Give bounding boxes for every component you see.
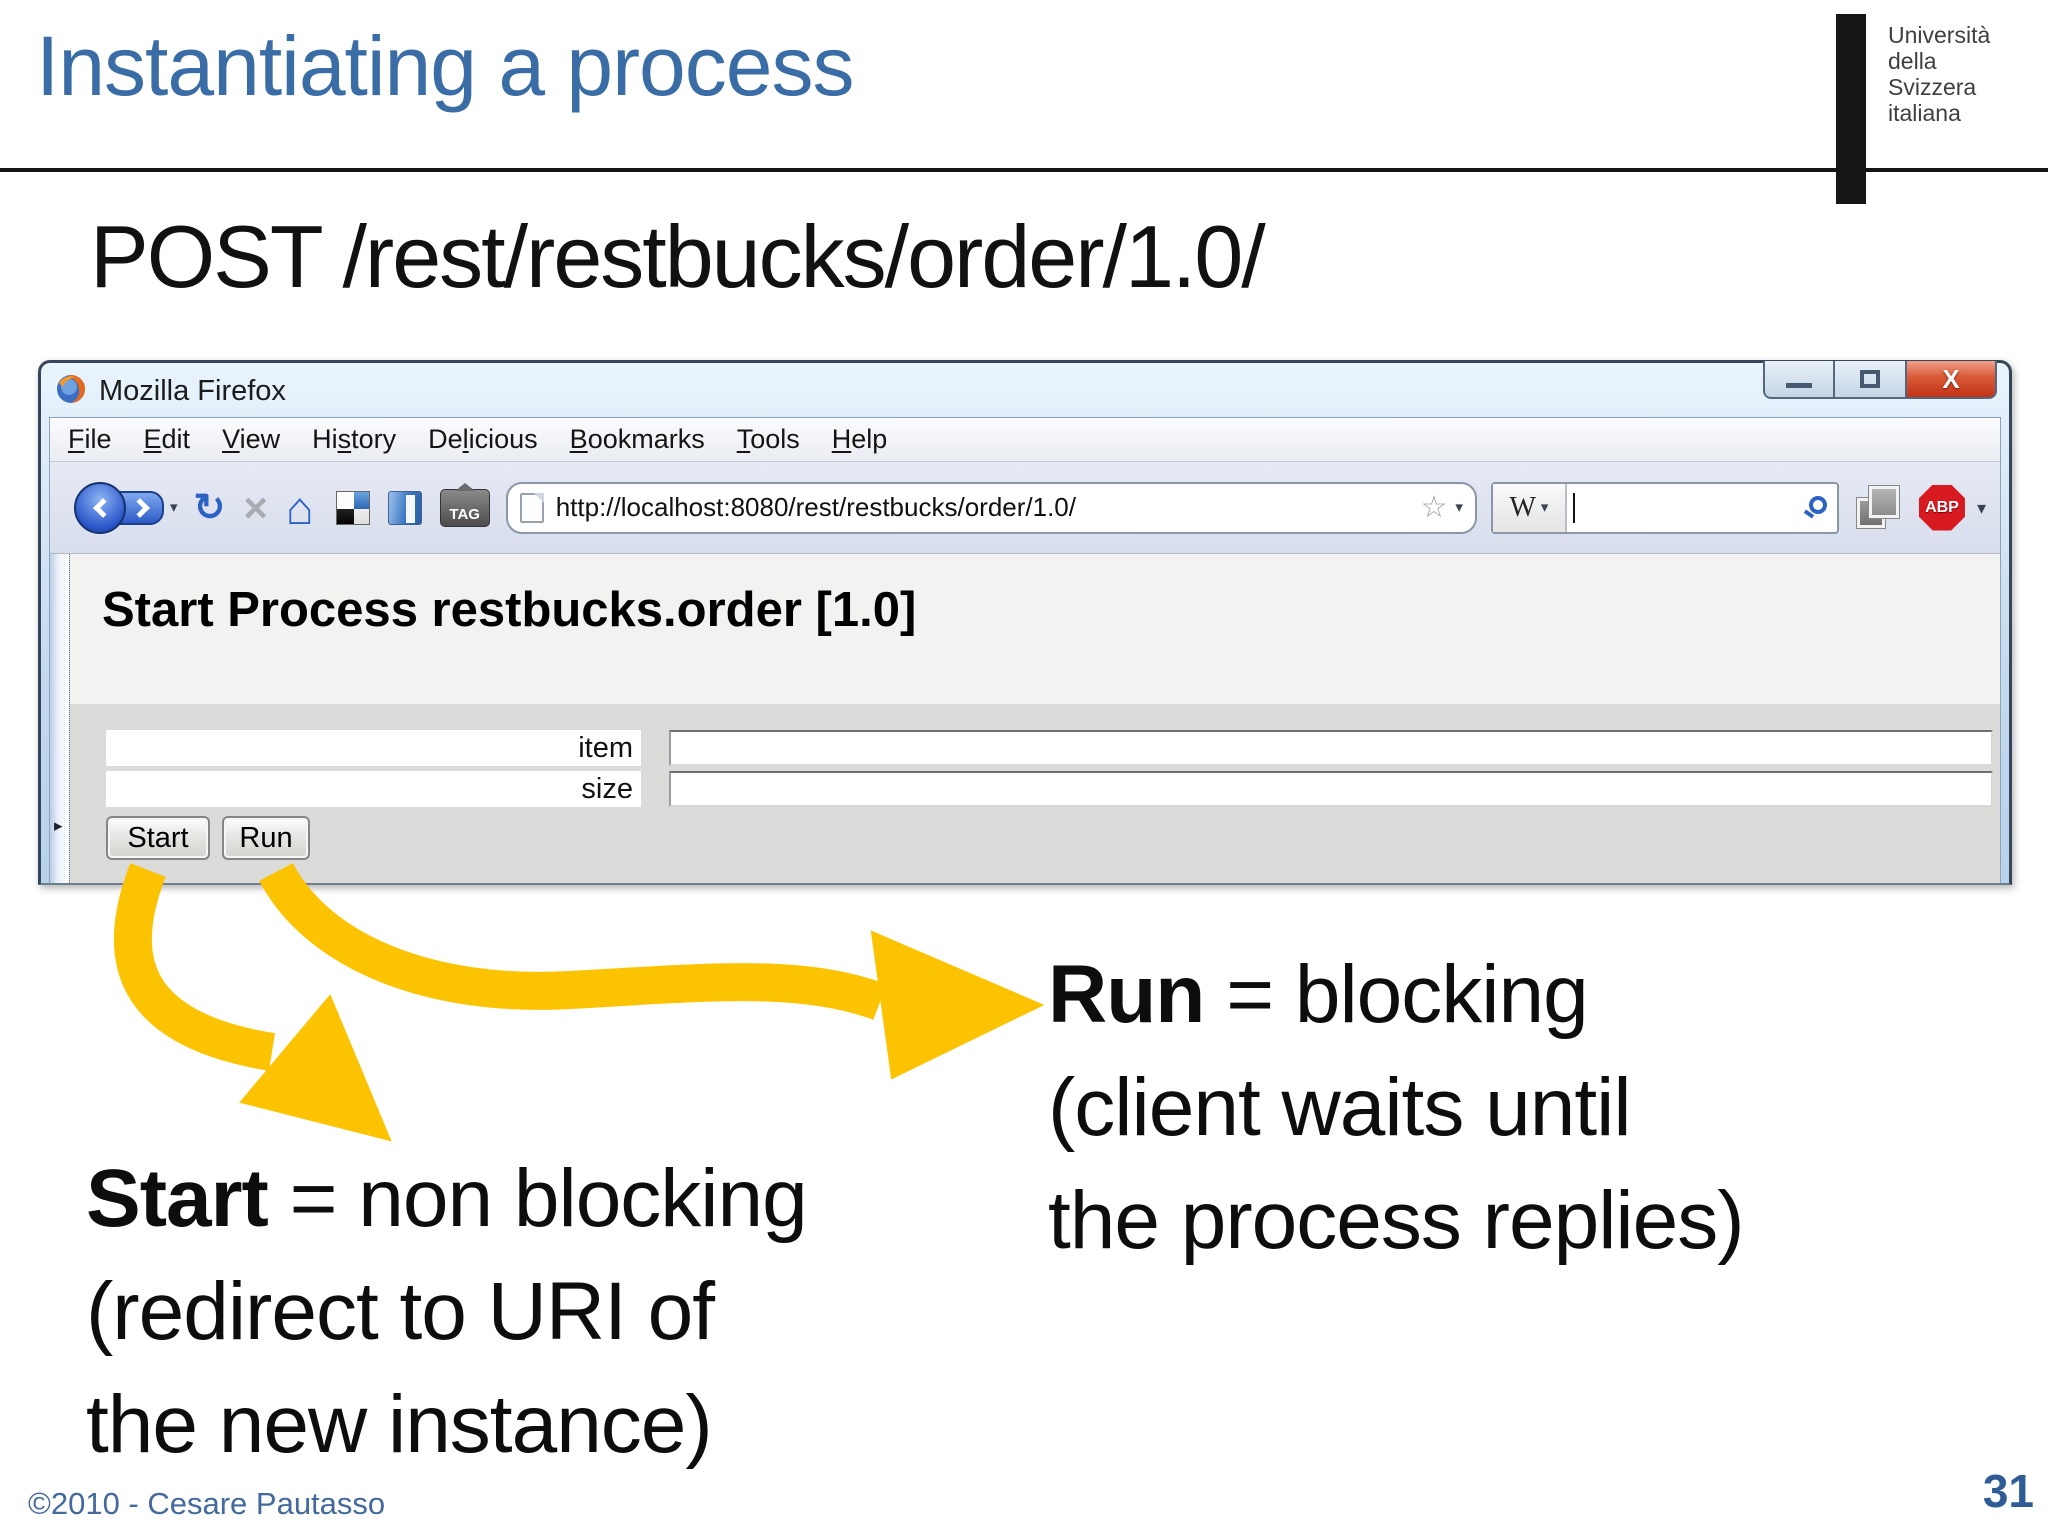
menu-bar: File Edit View History Delicious Bookmar…: [50, 418, 2000, 462]
item-field[interactable]: [669, 730, 1993, 766]
url-bar[interactable]: http://localhost:8080/rest/restbucks/ord…: [505, 481, 1477, 534]
firefox-icon: [57, 375, 85, 403]
search-magnifier-icon[interactable]: [1808, 495, 1827, 514]
logo-text: Università della Svizzera italiana: [1888, 22, 1991, 126]
start-button[interactable]: Start: [106, 816, 210, 860]
title-divider: [0, 168, 2048, 172]
menu-help[interactable]: Help: [831, 424, 888, 454]
browser-viewport: ▸ Start Process restbucks.order [1.0] it…: [50, 554, 2000, 883]
logo-bar: [1836, 14, 1866, 204]
copyright-footer: ©2010 - Cesare Pautasso: [28, 1486, 386, 1521]
start-annotation: Start = non blocking (redirect to URI of…: [86, 1153, 808, 1470]
delicious-bookmarks-icon[interactable]: [335, 490, 370, 525]
sidebar-splitter[interactable]: ▸: [50, 554, 70, 883]
process-form: item size Start Run: [70, 704, 2000, 883]
search-bar[interactable]: W ▾: [1490, 481, 1839, 534]
menu-delicious[interactable]: Delicious: [428, 424, 538, 454]
close-icon: X: [1942, 363, 1960, 394]
size-field[interactable]: [669, 771, 1993, 807]
menu-history[interactable]: History: [312, 424, 397, 454]
start-arrow: [113, 863, 276, 1071]
stop-icon[interactable]: ×: [243, 483, 268, 531]
refresh-icon[interactable]: ↻: [193, 486, 226, 529]
tag-icon[interactable]: TAG: [439, 482, 490, 527]
browser-body: File Edit View History Delicious Bookmar…: [49, 417, 2001, 883]
menu-bookmarks[interactable]: Bookmarks: [569, 424, 705, 454]
menu-tools[interactable]: Tools: [736, 424, 800, 454]
url-dropdown-icon[interactable]: ▾: [1455, 499, 1463, 516]
adblock-plus-icon[interactable]: ABP: [1918, 484, 1965, 531]
run-annotation: Run = blocking (client waits until the p…: [1048, 949, 1745, 1266]
slide-number: 31: [1982, 1465, 2034, 1517]
page-title: Instantiating a process: [36, 19, 854, 113]
close-button[interactable]: X: [1907, 361, 1997, 399]
size-label: size: [106, 771, 641, 807]
browser-window: Mozilla Firefox X File Edit View History…: [38, 360, 2012, 885]
home-icon[interactable]: ⌂: [285, 481, 314, 534]
menu-edit[interactable]: Edit: [143, 424, 191, 454]
browser-titlebar[interactable]: Mozilla Firefox X: [41, 361, 2009, 417]
back-icon: [93, 497, 113, 518]
window-title: Mozilla Firefox: [99, 375, 286, 407]
run-arrowhead: [870, 930, 1045, 1080]
engine-dropdown-icon: ▾: [1540, 499, 1549, 516]
menu-view[interactable]: View: [222, 424, 281, 454]
back-button[interactable]: [74, 481, 126, 534]
start-arrowhead: [239, 994, 392, 1142]
window-controls: X: [1763, 361, 1997, 399]
text-cursor: [1572, 492, 1575, 523]
bookmark-star-icon[interactable]: ☆: [1420, 491, 1448, 524]
menu-file[interactable]: File: [68, 424, 112, 454]
search-engine-selector[interactable]: W ▾: [1492, 483, 1567, 532]
navigation-toolbar: ▾ ↻ × ⌂ TAG http://localhost:8080/rest/r…: [50, 462, 2000, 554]
minimize-button[interactable]: [1763, 361, 1835, 399]
sidebar-expand-icon[interactable]: ▸: [54, 816, 63, 835]
wikipedia-engine-icon: W: [1509, 491, 1536, 523]
minimize-icon: [1786, 382, 1812, 388]
maximize-icon: [1860, 370, 1880, 388]
search-input[interactable]: [1566, 483, 1837, 532]
run-arrow: [259, 862, 887, 1020]
abp-dropdown-icon[interactable]: ▾: [1976, 497, 1986, 518]
page-favicon: [519, 492, 544, 523]
forward-icon: [130, 497, 150, 518]
history-dropdown-icon[interactable]: ▾: [170, 499, 178, 516]
delicious-sidebar-icon[interactable]: [387, 490, 422, 525]
run-button[interactable]: Run: [222, 816, 310, 860]
process-form-heading: Start Process restbucks.order [1.0]: [102, 583, 917, 637]
item-label: item: [106, 730, 641, 766]
post-request-heading: POST /rest/restbucks/order/1.0/: [90, 207, 1266, 306]
screengrab-icon[interactable]: [1856, 485, 1901, 530]
maximize-button[interactable]: [1835, 361, 1907, 399]
url-text[interactable]: http://localhost:8080/rest/restbucks/ord…: [555, 492, 1076, 522]
